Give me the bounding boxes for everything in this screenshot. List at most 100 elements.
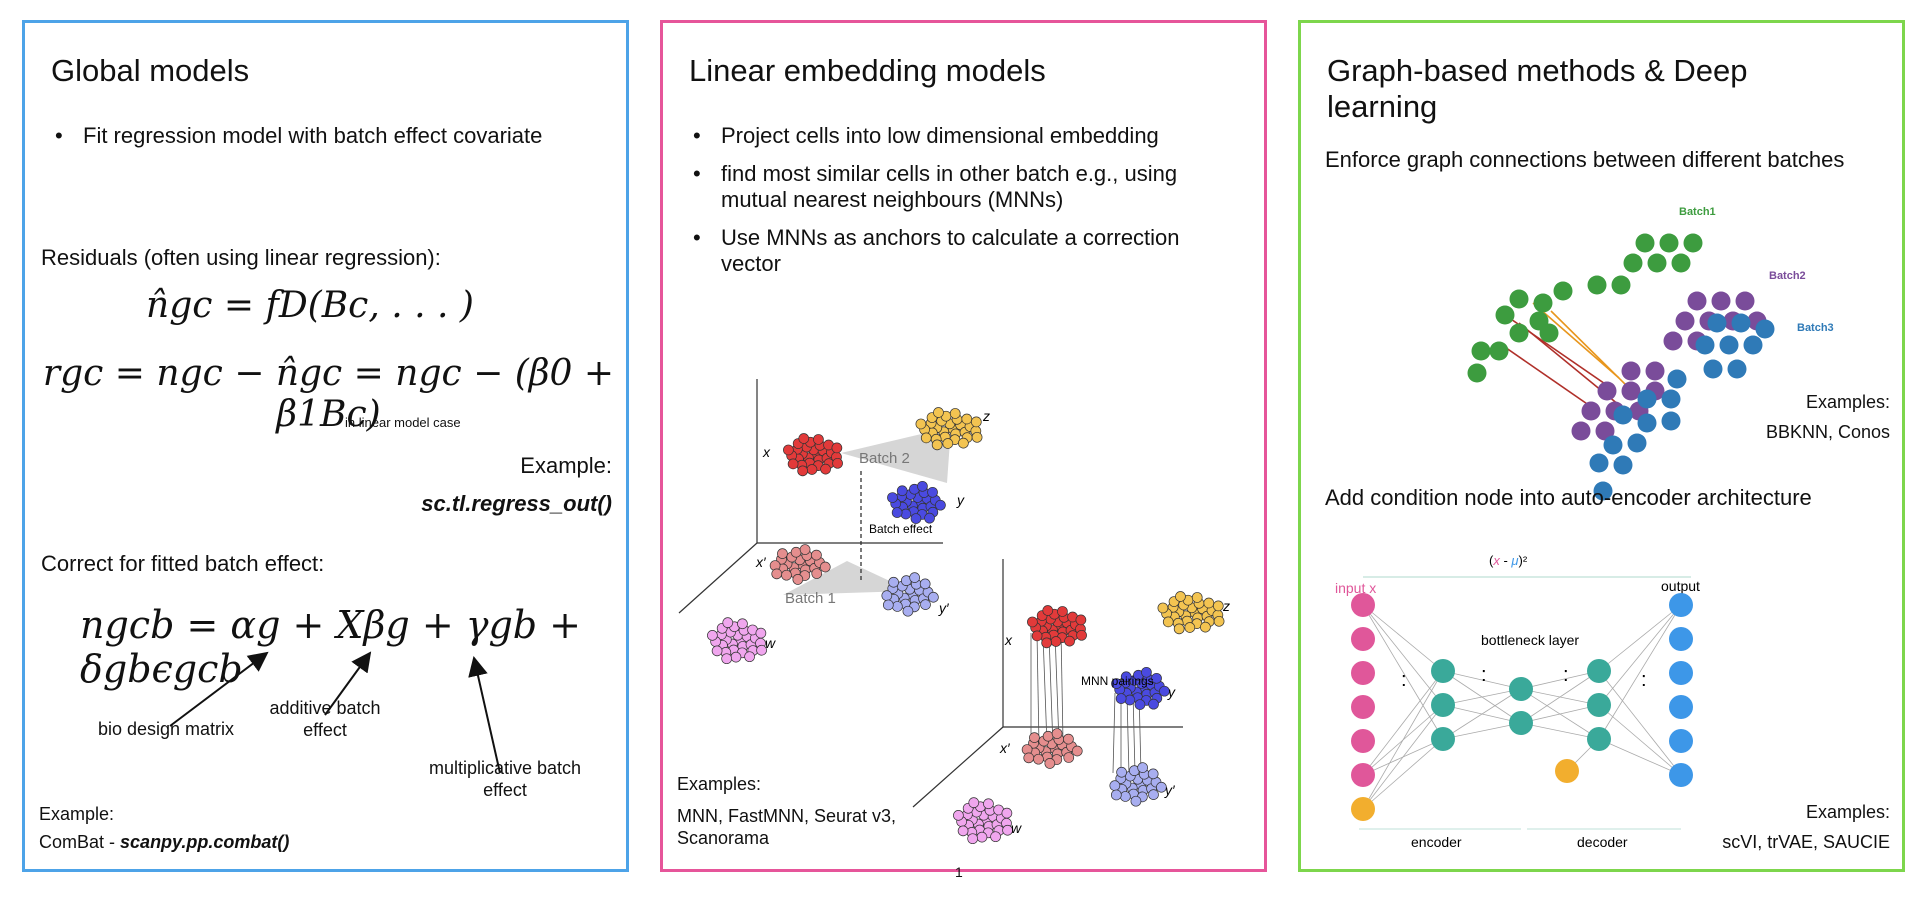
cluster-y-prime-2 bbox=[1109, 780, 1121, 791]
label-z-2: z bbox=[1222, 598, 1230, 614]
input-node bbox=[1351, 661, 1375, 685]
examples2-label: Examples: bbox=[1805, 802, 1890, 822]
svg-text::: : bbox=[1481, 664, 1487, 686]
cluster-x-prime-2 bbox=[1023, 752, 1035, 764]
batch3-node bbox=[1627, 433, 1647, 453]
batch2-node bbox=[1621, 381, 1641, 401]
cluster-x-2 bbox=[1042, 605, 1054, 616]
example2-prefix: ComBat - bbox=[39, 832, 121, 852]
cluster-z bbox=[920, 432, 932, 444]
cluster-y-prime bbox=[920, 599, 931, 610]
cluster-x-prime bbox=[811, 568, 823, 579]
arrow-multiplicative bbox=[468, 656, 501, 774]
cluster-x-2 bbox=[1031, 630, 1043, 642]
batch3-node bbox=[1637, 413, 1657, 433]
global-models-panel: Global models Fit regression model with … bbox=[22, 20, 629, 872]
batch1-node bbox=[1635, 233, 1655, 253]
encoder-node bbox=[1431, 659, 1455, 683]
cluster-y-prime bbox=[909, 572, 920, 583]
cluster-z-2 bbox=[1162, 616, 1174, 628]
cluster-x bbox=[820, 463, 831, 475]
cluster-w-2 bbox=[976, 831, 988, 843]
cluster-z-2 bbox=[1212, 600, 1224, 612]
cluster-y-prime bbox=[888, 576, 899, 588]
cluster-x-2 bbox=[1076, 629, 1087, 641]
equation-note: in linear model case bbox=[345, 415, 461, 430]
examples1-label: Examples: bbox=[1805, 392, 1890, 412]
svg-text::: : bbox=[1563, 664, 1569, 686]
panel-title: Linear embedding models bbox=[689, 53, 1046, 88]
label-y: y bbox=[956, 492, 965, 508]
cluster-x bbox=[806, 464, 818, 475]
cluster-y-2 bbox=[1159, 685, 1170, 697]
output-node bbox=[1669, 627, 1693, 651]
mnn-figure: x z y x′ y′ w Batch 2 Batch 1 Batch effe… bbox=[678, 379, 1230, 845]
bullet-item: find most similar cells in other batch e… bbox=[689, 161, 1239, 213]
batch1-node bbox=[1471, 341, 1491, 361]
panel-title: Graph-based methods & Deep learning bbox=[1327, 53, 1748, 124]
batch1-node bbox=[1659, 233, 1679, 253]
annotation-additive: additive batch effect bbox=[269, 698, 381, 740]
batch1-node bbox=[1509, 289, 1529, 309]
autoencoder-nodes bbox=[1351, 593, 1693, 821]
residual-equation-2: rgc = ngc − n̂gc = ngc − (β0 + β1Bc) bbox=[42, 353, 615, 435]
batch3-node bbox=[1593, 481, 1613, 501]
combat-equation: ngcb = αg + Xβg + γgb + δgbϵgcb bbox=[80, 603, 582, 691]
cluster-y bbox=[900, 508, 912, 520]
batch1-node bbox=[1623, 253, 1643, 273]
condition-node bbox=[1555, 759, 1579, 783]
batch1-node bbox=[1489, 341, 1509, 361]
batch3-node bbox=[1589, 453, 1609, 473]
cluster-w bbox=[756, 644, 767, 656]
cluster-x bbox=[798, 433, 810, 444]
page-number: 1 bbox=[955, 864, 963, 880]
cluster-y-prime bbox=[928, 591, 939, 603]
cluster-y-2 bbox=[1134, 699, 1146, 710]
label-w: w bbox=[765, 635, 776, 651]
cluster-y-prime-2 bbox=[1120, 791, 1131, 802]
batch2-node bbox=[1571, 421, 1591, 441]
label-y-prime: y′ bbox=[938, 600, 950, 616]
batch1-node bbox=[1683, 233, 1703, 253]
cluster-w bbox=[722, 617, 734, 629]
batch3-node bbox=[1727, 359, 1747, 379]
batch2-node bbox=[1663, 331, 1683, 351]
example-label: Example: bbox=[520, 453, 612, 478]
cluster-x-prime-2 bbox=[1051, 728, 1063, 739]
cluster-x-prime bbox=[790, 546, 802, 558]
bottleneck-node bbox=[1509, 677, 1533, 701]
annotation-bio-design: bio design matrix bbox=[97, 719, 235, 739]
label-y-prime-2: y′ bbox=[1164, 782, 1176, 798]
cluster-w-2 bbox=[967, 833, 979, 845]
annotation-arrows bbox=[169, 651, 501, 774]
cluster-x-prime bbox=[811, 549, 822, 561]
batch2-node bbox=[1711, 291, 1731, 311]
batch3-node bbox=[1707, 313, 1727, 333]
cluster-x bbox=[787, 458, 799, 470]
output-label: output bbox=[1661, 578, 1700, 594]
cluster-x-prime-2 bbox=[1063, 733, 1074, 745]
batch2-label: Batch2 bbox=[1769, 270, 1806, 282]
batch2-node bbox=[1735, 291, 1755, 311]
cluster-x-2 bbox=[1057, 606, 1068, 617]
cluster-x-prime-2 bbox=[1071, 745, 1083, 757]
batch2-node bbox=[1597, 381, 1617, 401]
batch2-node bbox=[1581, 401, 1601, 421]
cluster-y-prime bbox=[919, 578, 931, 590]
cluster-x-prime-2 bbox=[1063, 752, 1075, 763]
decoder-node bbox=[1587, 659, 1611, 683]
encoder-label: encoder bbox=[1411, 834, 1462, 850]
cluster-z bbox=[971, 431, 983, 443]
input-node bbox=[1351, 593, 1375, 617]
cluster-y-prime-2 bbox=[1137, 762, 1148, 773]
cluster-y-prime-2 bbox=[1147, 768, 1159, 780]
batch1-node bbox=[1671, 253, 1691, 273]
examples2-value: scVI, trVAE, SAUCIE bbox=[1722, 832, 1890, 852]
output-node bbox=[1669, 695, 1693, 719]
cluster-z bbox=[942, 438, 954, 449]
cluster-y bbox=[896, 485, 908, 497]
cluster-z bbox=[949, 408, 961, 419]
graph-subheading: Enforce graph connections between differ… bbox=[1325, 147, 1845, 172]
cluster-x-2 bbox=[1064, 635, 1075, 647]
cluster-y-2 bbox=[1111, 678, 1122, 689]
